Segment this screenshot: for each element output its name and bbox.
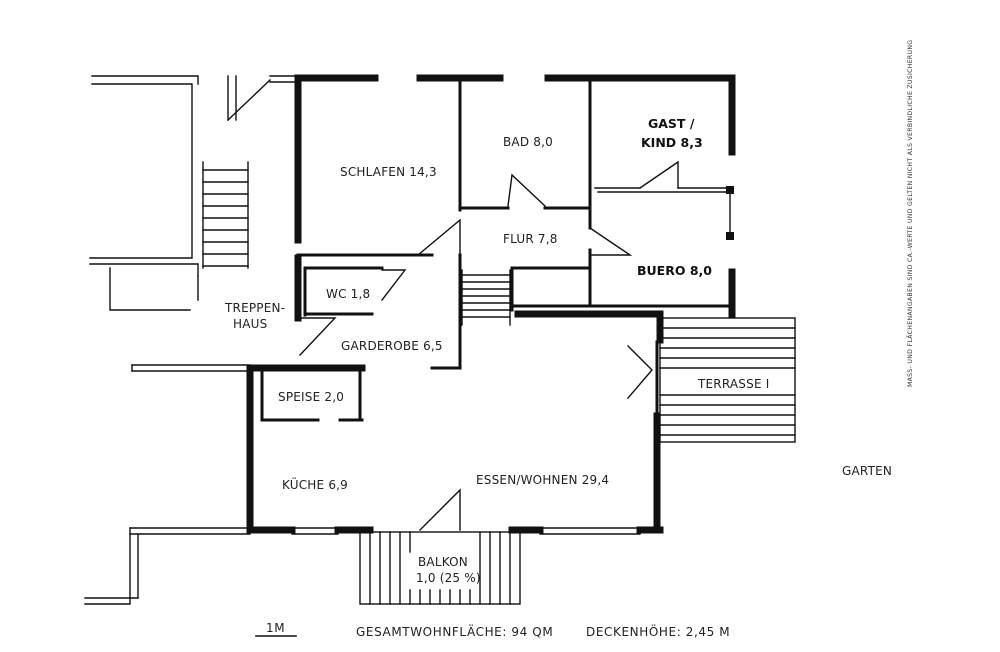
room-label-essen-wohnen: ESSEN/WOHNEN 29,4 [476,473,609,487]
interior-walls [260,78,734,422]
wall-posts [726,186,734,240]
stairs-treppenhaus [202,161,249,269]
room-label-balkon-line2: 1,0 (25 %) [416,571,481,585]
room-label-garderobe: GARDEROBE 6,5 [341,339,443,353]
room-label-gast-line2: KIND 8,3 [641,135,703,150]
room-label-speise: SPEISE 2,0 [278,390,344,404]
room-label-balkon-line1: BALKON [418,555,468,569]
door-swings [299,160,729,531]
terrace-deck [659,317,796,443]
scale-bar: 1M [255,621,297,637]
room-label-garten: GARTEN [842,464,892,478]
room-label-bad: BAD 8,0 [503,135,553,149]
room-label-schlafen: SCHLAFEN 14,3 [340,165,437,179]
room-label-gast-line1: GAST / [648,116,695,131]
main-walls [246,74,736,534]
ceiling-height-label: DECKENHÖHE: 2,45 M [586,623,730,639]
stairs-flur [461,269,511,326]
room-label-terrasse: TERRASSE I [697,377,769,391]
room-label-flur: FLUR 7,8 [503,232,558,246]
room-label-kueche: KÜCHE 6,9 [282,476,348,492]
disclaimer-text: MASS- UND FLÄCHENANGABEN SIND CA.-WERTE … [905,40,914,387]
scale-label: 1M [266,621,285,635]
room-label-treppenhaus-line2: HAUS [233,317,267,331]
room-label-treppenhaus-line1: TREPPEN- [224,301,285,315]
total-area-label: GESAMTWOHNFLÄCHE: 94 QM [356,624,553,639]
room-label-buero: BUERO 8,0 [637,263,712,278]
neighbour-outline [84,75,641,605]
room-label-wc: WC 1,8 [326,287,370,301]
balcony-deck [359,531,521,605]
